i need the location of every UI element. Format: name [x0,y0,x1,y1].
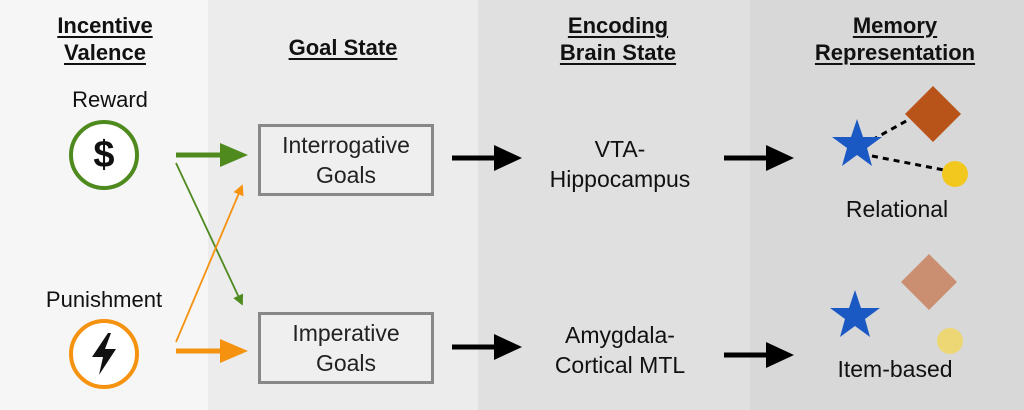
punishment-to-imperative-arrow [176,339,248,363]
panel-memory [750,0,1024,410]
header-memory-line1: Memory [852,13,938,38]
relational-star-icon [832,119,882,166]
header-incentive-line1: Incentive [57,13,153,38]
header-memory-line2: Representation [814,40,976,65]
punishment-label: Punishment [45,287,163,312]
vta-line1: VTA- [594,136,646,162]
dollar-icon: $ [93,133,115,176]
relational-diamond-icon [905,86,961,142]
header-incentive-valence: Incentive Valence [20,12,190,66]
reward-circle: $ [69,120,139,190]
reward-to-imperative-arrow [175,162,244,306]
interrogative-goals-box: Interrogative Goals [258,124,434,196]
header-goal-state: Goal State [228,34,458,61]
relational-link-diamond [871,118,909,142]
amygdala-to-item-arrow [724,342,794,368]
punishment-circle [69,319,139,389]
lightning-bolt-icon [92,333,116,375]
imperative-line2: Goals [315,350,377,376]
item-based-label: Item-based [837,356,953,382]
panel-encoding [478,0,750,410]
relational-link-circle [871,154,945,172]
header-goal-text: Goal State [288,35,398,60]
item-circle-icon [937,328,963,354]
header-memory-representation: Memory Representation [800,12,990,66]
header-encoding-line1: Encoding [567,13,669,38]
imperative-line1: Imperative [292,320,400,346]
amygdala-line2: Cortical MTL [554,352,686,378]
interrogative-line1: Interrogative [282,132,410,158]
interrogative-line2: Goals [315,162,377,188]
vta-hippocampus-label: VTA- Hippocampus [520,134,720,194]
relational-circle-icon [942,161,968,187]
reward-label: Reward [72,87,148,112]
header-encoding-brain-state: Encoding Brain State [518,12,718,66]
vta-line2: Hippocampus [549,166,691,192]
item-diamond-icon [901,254,957,310]
imperative-goals-box: Imperative Goals [258,312,434,384]
interrogative-to-vta-arrow [452,145,522,171]
vta-to-relational-arrow [724,145,794,171]
header-incentive-line2: Valence [64,40,146,65]
punishment-to-interrogative-arrow [175,184,244,343]
reward-to-interrogative-arrow [176,143,248,167]
amygdala-cortical-label: Amygdala- Cortical MTL [520,320,720,380]
amygdala-line1: Amygdala- [565,322,675,348]
imperative-to-amygdala-arrow [452,334,522,360]
relational-label: Relational [845,196,949,222]
item-star-icon [830,290,880,337]
header-encoding-line2: Brain State [559,40,677,65]
